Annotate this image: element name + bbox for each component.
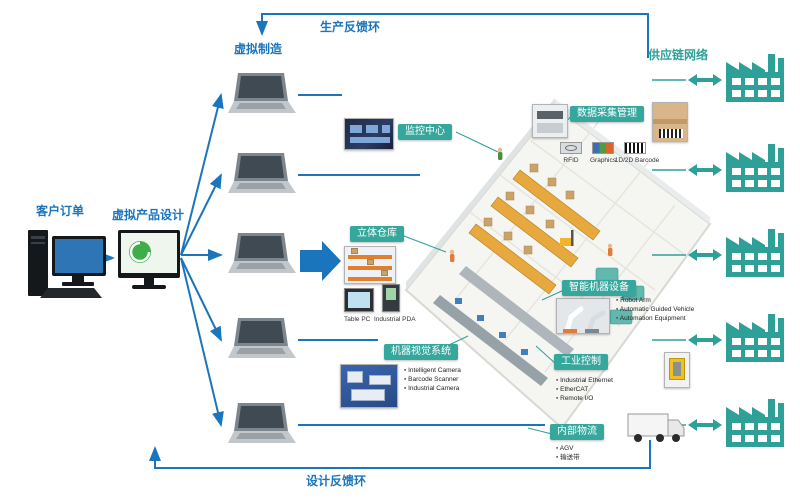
- factory-wall-left: [406, 98, 555, 290]
- barcode-image: [624, 142, 646, 154]
- list-item: Industrial Ethernet: [556, 376, 656, 385]
- conveyor-line: [433, 295, 548, 386]
- list-item: EtherCAT: [556, 385, 656, 394]
- laptop-icon: [228, 233, 296, 273]
- list-item: Intelligent Camera: [404, 366, 484, 375]
- truck-icon: [627, 413, 685, 442]
- tag-machine-vision: 机器视觉系统: [384, 344, 458, 360]
- industrial-pda-photo: [382, 284, 400, 312]
- list-item: 输送带: [556, 453, 616, 462]
- monitoring-room-photo: [344, 118, 394, 150]
- tag-monitoring-center: 监控中心: [398, 124, 452, 140]
- caption-rfid: RFID: [563, 157, 579, 164]
- forklift: [560, 230, 574, 246]
- barcode-carton-photo: [652, 102, 688, 142]
- list-item: Barcode Scanner: [404, 375, 484, 384]
- factory-floor-illustration: [404, 98, 712, 430]
- tag-warehouse: 立体仓库: [350, 226, 404, 242]
- industrial-control-list: Industrial Ethernet EtherCAT Remote I/O: [556, 376, 656, 403]
- tag-internal-logistics: 内部物流: [550, 424, 604, 440]
- double-arrow: [688, 164, 722, 176]
- list-item: Industrial Camera: [404, 384, 484, 393]
- laptop-icon: [228, 153, 296, 193]
- label-virtual-manufacturing: 虚拟制造: [234, 42, 283, 56]
- laptop-icon: [228, 318, 296, 358]
- design-monitor-icon: [118, 230, 180, 289]
- label-production-feedback-loop: 生产反馈环: [320, 20, 381, 34]
- double-arrow: [688, 249, 722, 261]
- graphics-code-image: [592, 142, 614, 154]
- factory-wall-right: [555, 99, 710, 224]
- ethercat-coupler-photo: [664, 352, 690, 388]
- double-arrow: [688, 419, 722, 431]
- pallet-racks: [468, 169, 601, 295]
- production-feedback-line: [256, 13, 649, 58]
- factory-icon: [726, 229, 784, 277]
- list-item: Automatic Guided Vehicle: [616, 305, 704, 314]
- laptop-icon: [228, 73, 296, 113]
- label-virtual-product-design: 虚拟产品设计: [112, 208, 185, 222]
- caption-table-pc: Table PC: [344, 316, 371, 323]
- rack-boxes: [483, 163, 575, 255]
- caption-barcode: 1D/2D Barcode: [614, 157, 660, 164]
- smart-machines-list: Robot Arm Automatic Guided Vehicle Autom…: [616, 296, 704, 323]
- table-pc-photo: [344, 288, 374, 312]
- rfid-printer-photo: [532, 104, 568, 138]
- internal-logistics-list: AGV 输送带: [556, 444, 616, 462]
- machine-vision-list: Intelligent Camera Barcode Scanner Indus…: [404, 366, 484, 393]
- main-flow-block-arrow: [300, 241, 341, 281]
- machine-vision-photo: [340, 364, 398, 408]
- factory-icon: [726, 54, 784, 102]
- conveyor-line: [459, 266, 574, 357]
- conveyor-parts: [455, 298, 528, 355]
- rfid-tag-image: [560, 142, 582, 154]
- tag-data-collection: 数据采集管理: [570, 106, 644, 122]
- factory-icon: [726, 144, 784, 192]
- tag-smart-machines: 智能机器设备: [562, 280, 636, 296]
- laptop-icon: [228, 403, 296, 443]
- label-design-feedback-loop: 设计反馈环: [306, 474, 367, 488]
- double-arrow: [688, 74, 722, 86]
- desktop-pc-icon: [28, 230, 106, 298]
- caption-graphics: Graphics: [589, 157, 616, 164]
- label-supply-chain-network: 供应链网络: [648, 48, 709, 62]
- list-item: Automation Equipment: [616, 314, 704, 323]
- robot-arm-photo: [556, 298, 610, 334]
- factory-icon: [726, 314, 784, 362]
- list-item: AGV: [556, 444, 616, 453]
- double-arrow: [688, 334, 722, 346]
- design-feedback-line: [149, 440, 651, 469]
- label-customer-order: 客户订单: [36, 204, 85, 218]
- blue-flow-lines: [92, 13, 651, 469]
- tag-industrial-control: 工业控制: [554, 354, 608, 370]
- factory-icon: [726, 399, 784, 447]
- caption-industrial-pda: Industrial PDA: [374, 316, 416, 323]
- warehouse-photo: [344, 246, 396, 284]
- list-item: Robot Arm: [616, 296, 704, 305]
- list-item: Remote I/O: [556, 394, 656, 403]
